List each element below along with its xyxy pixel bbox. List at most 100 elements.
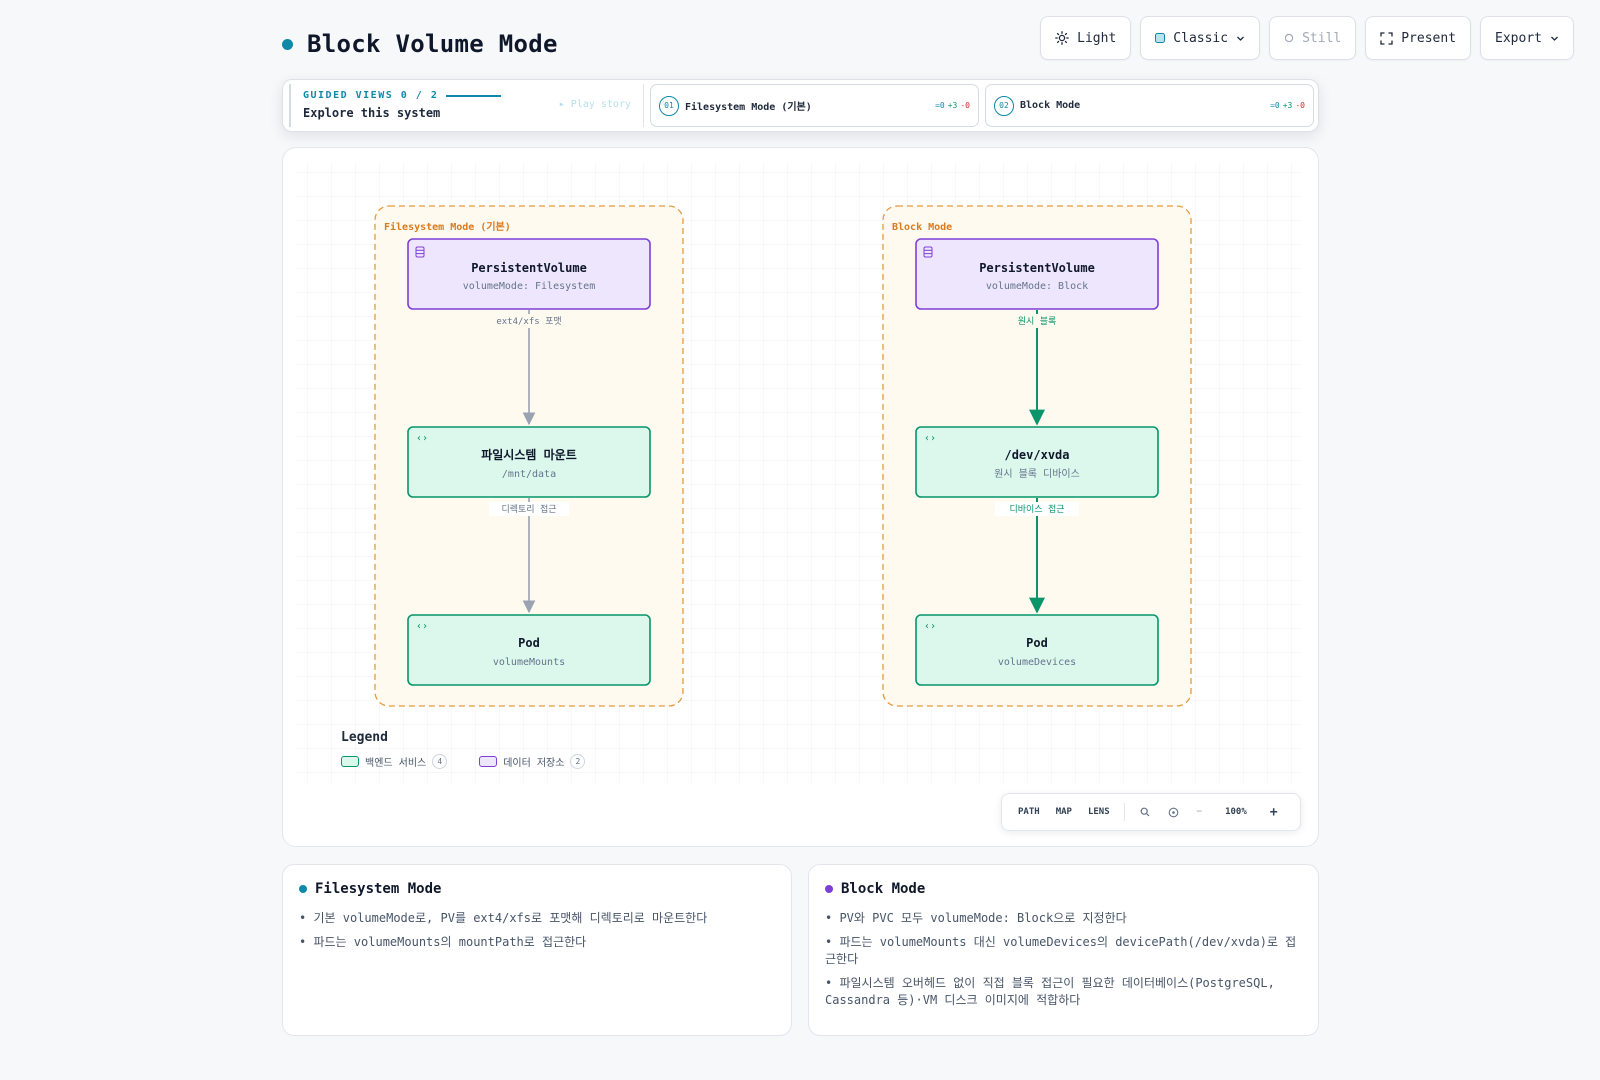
- node-subtitle: /mnt/data: [502, 469, 556, 480]
- divider: [1123, 803, 1125, 821]
- edge-fs-mount-pod: 디렉토리 접근: [489, 498, 569, 614]
- guided-views-bar: GUIDED VIEWS 0 / 2 Explore this system ▸…: [282, 79, 1319, 132]
- classic-style-dropdown[interactable]: Classic: [1140, 16, 1261, 60]
- node-fs-pod: ‹› Pod volumeMounts: [407, 614, 651, 686]
- view-number: 01: [659, 95, 679, 116]
- guided-view-block[interactable]: 02 Block Mode =0 +3 -0: [985, 84, 1314, 127]
- page-title: Block Volume Mode: [307, 30, 558, 58]
- stat-unchanged: =0: [935, 101, 945, 110]
- diagram-svg: Filesystem Mode (기본) Block Mode ext4/xfs…: [297, 162, 1302, 784]
- view-stats: =0 +3 -0: [1270, 101, 1305, 110]
- info-bullet: • 기본 volumeMode로, PV를 ext4/xfs로 포맷해 디렉토리…: [299, 911, 708, 925]
- legend-item-data-store[interactable]: 데이터 저장소 2: [479, 754, 586, 769]
- edge-blk-pv-dev: 원시 블록: [1007, 310, 1067, 426]
- legend: Legend 백엔드 서비스 4 데이터 저장소 2: [341, 730, 586, 769]
- database-icon: [923, 246, 933, 258]
- node-subtitle: volumeDevices: [998, 657, 1076, 668]
- info-card-block: Block Mode • PV와 PVC 모두 volumeMode: Bloc…: [808, 864, 1319, 1036]
- view-stats: =0 +3 -0: [935, 101, 970, 110]
- zoom-out-button[interactable]: −: [1196, 807, 1203, 817]
- stat-removed: -0: [960, 101, 970, 110]
- present-label: Present: [1401, 30, 1457, 46]
- classic-label: Classic: [1173, 30, 1229, 46]
- legend-label: 백엔드 서비스: [365, 758, 427, 769]
- palette-swatch-icon: [1155, 33, 1166, 43]
- stat-unchanged: =0: [1270, 101, 1280, 110]
- zoom-level: 100%: [1225, 807, 1247, 817]
- code-icon: ‹›: [924, 433, 936, 444]
- legend-title: Legend: [341, 730, 388, 745]
- stat-removed: -0: [1295, 101, 1305, 110]
- group-label: Filesystem Mode (기본): [384, 220, 511, 233]
- export-label: Export: [1495, 30, 1542, 46]
- guided-intro: GUIDED VIEWS 0 / 2 Explore this system ▸…: [289, 84, 639, 127]
- database-icon: [415, 246, 425, 258]
- node-blk-device: ‹› /dev/xvda 원시 블록 디바이스: [915, 426, 1159, 498]
- view-label: Filesystem Mode (기본): [685, 102, 812, 113]
- edge-blk-dev-pod: 디바이스 접근: [995, 498, 1079, 614]
- legend-item-backend-service[interactable]: 백엔드 서비스 4: [341, 754, 448, 769]
- light-theme-button[interactable]: Light: [1040, 16, 1132, 60]
- node-blk-pod: ‹› Pod volumeDevices: [915, 614, 1159, 686]
- legend-count: 2: [570, 754, 586, 769]
- fit-view-icon[interactable]: [1159, 807, 1188, 818]
- title-dot-icon: [282, 38, 293, 50]
- stat-added: +3: [947, 101, 958, 110]
- node-fs-persistent-volume: PersistentVolume volumeMode: Filesystem: [407, 238, 651, 310]
- legend-label: 데이터 저장소: [503, 758, 565, 769]
- guided-views-label: GUIDED VIEWS 0 / 2: [303, 90, 439, 101]
- light-label: Light: [1077, 30, 1117, 46]
- present-button[interactable]: Present: [1365, 16, 1472, 60]
- edge-label: 디바이스 접근: [1009, 503, 1064, 515]
- info-bullet: • PV와 PVC 모두 volumeMode: Block으로 지정한다: [825, 911, 1127, 925]
- chevron-down-icon: [1550, 34, 1559, 43]
- info-bullet: • 파드는 volumeMounts의 mountPath로 접근한다: [299, 935, 587, 949]
- play-story-button[interactable]: ▸ Play story: [558, 99, 631, 110]
- node-title: Pod: [518, 636, 540, 650]
- edge-fs-pv-mount: ext4/xfs 포맷: [489, 310, 569, 426]
- view-label: Block Mode: [1020, 100, 1081, 111]
- info-list: • 기본 volumeMode로, PV를 ext4/xfs로 포맷해 디렉토리…: [299, 910, 775, 951]
- chevron-down-icon: [1236, 34, 1245, 43]
- search-icon[interactable]: [1131, 807, 1159, 817]
- code-icon: ‹›: [416, 621, 428, 632]
- edge-label: ext4/xfs 포맷: [496, 316, 561, 327]
- node-title: PersistentVolume: [979, 261, 1095, 275]
- info-bullet: • 파드는 volumeMounts 대신 volumeDevices의 dev…: [825, 935, 1297, 966]
- sun-icon: [1055, 31, 1070, 45]
- info-bullet: • 파일시스템 오버헤드 없이 직접 블록 접근이 필요한 데이터베이스(Pos…: [825, 976, 1275, 1007]
- node-subtitle: volumeMounts: [493, 657, 565, 668]
- code-icon: ‹›: [924, 621, 936, 632]
- still-button[interactable]: Still: [1269, 16, 1357, 60]
- guided-subtitle: Explore this system: [303, 106, 441, 120]
- zoom-in-button[interactable]: +: [1269, 804, 1278, 820]
- info-list: • PV와 PVC 모두 volumeMode: Block으로 지정한다 • …: [825, 910, 1302, 1009]
- toolbar: Light Classic Still Present Export: [1040, 16, 1574, 60]
- export-dropdown[interactable]: Export: [1480, 16, 1574, 60]
- guided-view-filesystem[interactable]: 01 Filesystem Mode (기본) =0 +3 -0: [650, 84, 979, 127]
- node-subtitle: volumeMode: Block: [986, 281, 1088, 292]
- node-title: 파일시스템 마운트: [481, 447, 577, 462]
- node-subtitle: volumeMode: Filesystem: [463, 281, 595, 292]
- node-title: PersistentVolume: [471, 261, 587, 275]
- node-subtitle: 원시 블록 디바이스: [994, 468, 1080, 480]
- map-mode-button[interactable]: MAP: [1055, 807, 1072, 817]
- node-blk-persistent-volume: PersistentVolume volumeMode: Block: [915, 238, 1159, 310]
- zoom-toolbar: PATH MAP LENS − 100% +: [1001, 793, 1301, 831]
- lens-mode-button[interactable]: LENS: [1087, 807, 1110, 817]
- node-title: Pod: [1026, 636, 1048, 650]
- info-card-filesystem: Filesystem Mode • 기본 volumeMode로, PV를 ex…: [282, 864, 792, 1036]
- stat-added: +3: [1282, 101, 1293, 110]
- code-icon: ‹›: [416, 433, 428, 444]
- still-label: Still: [1302, 30, 1342, 46]
- legend-count: 4: [432, 754, 448, 769]
- group-label: Block Mode: [892, 222, 952, 233]
- edge-label: 디렉토리 접근: [501, 503, 556, 515]
- view-number: 02: [994, 95, 1014, 116]
- diagram-canvas[interactable]: Filesystem Mode (기본) Block Mode ext4/xfs…: [282, 147, 1319, 847]
- path-mode-button[interactable]: PATH: [1018, 807, 1040, 817]
- node-title: /dev/xvda: [1004, 448, 1069, 462]
- edge-label: 원시 블록: [1018, 316, 1057, 327]
- datastore-swatch-icon: [479, 756, 498, 767]
- guided-progress-bar: [446, 94, 502, 97]
